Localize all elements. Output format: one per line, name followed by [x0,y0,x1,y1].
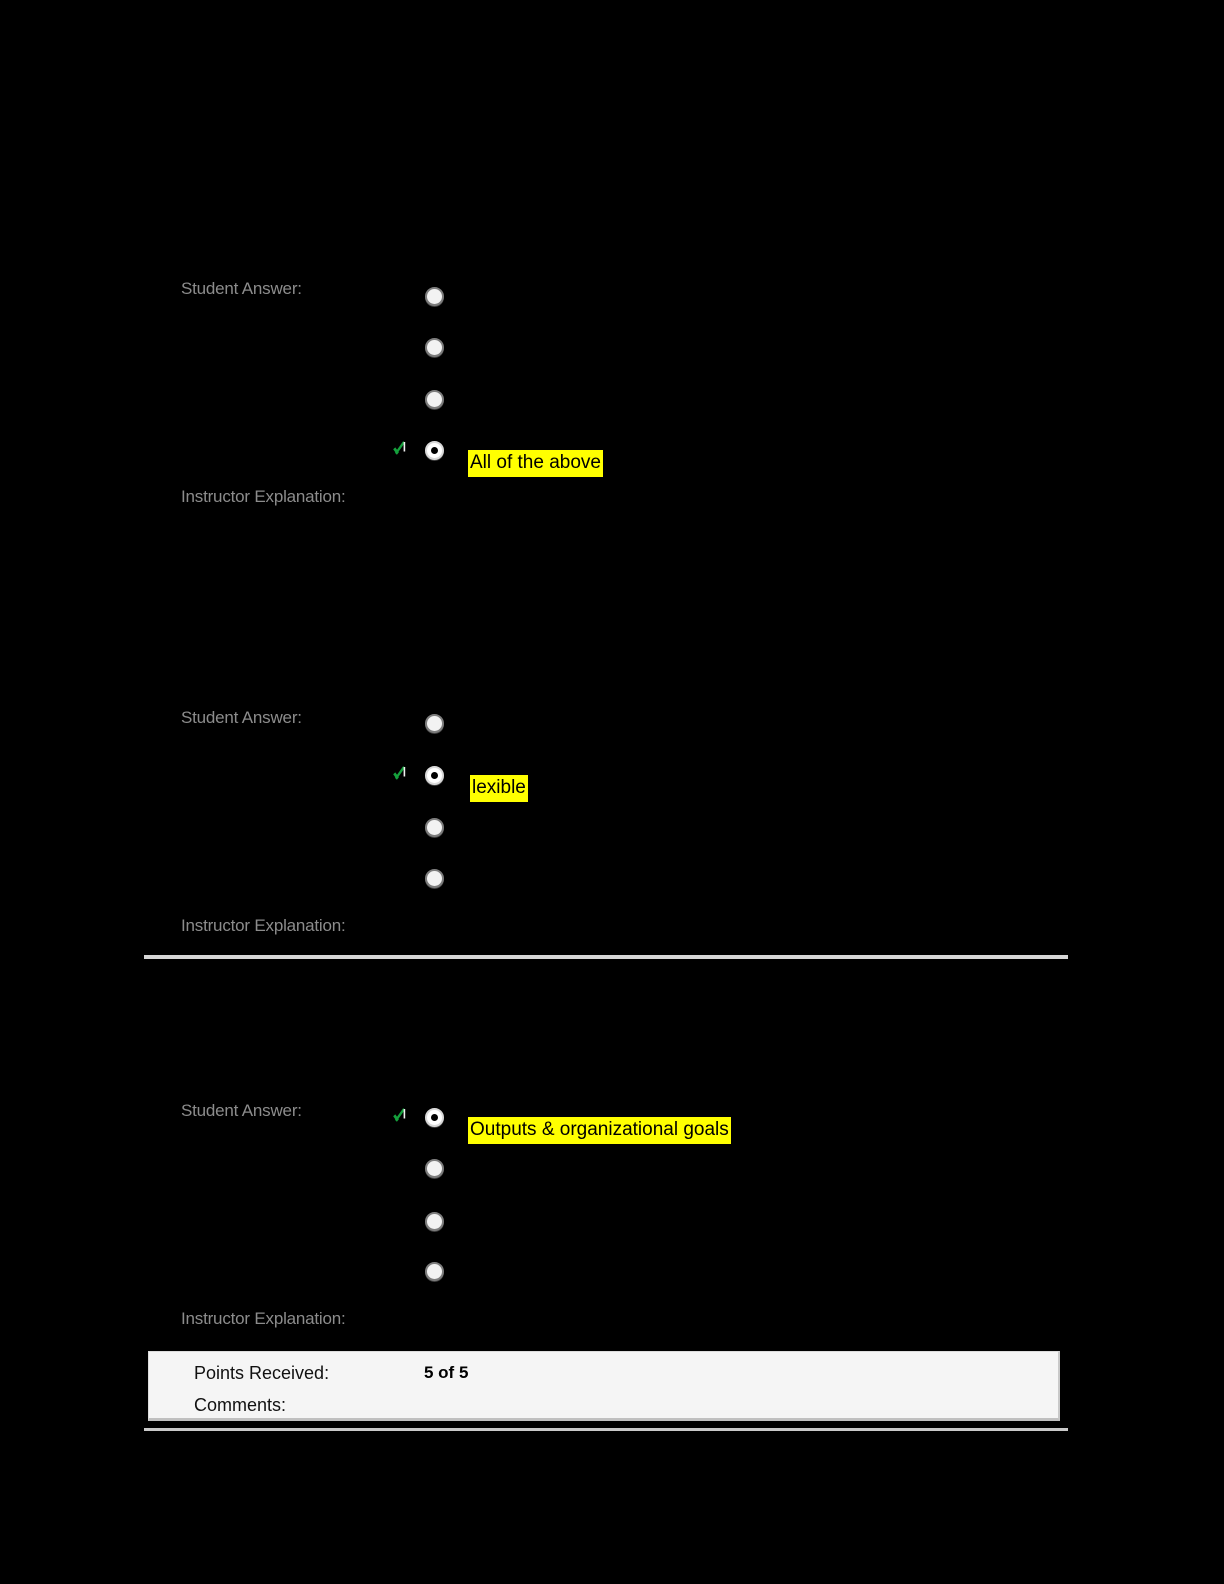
option-row-1-2[interactable] [425,338,1025,360]
option-label-2-2: lexible [470,775,528,802]
section-divider-1 [144,955,1068,959]
question-block-3: Student Answer: Outputs & organizational… [181,1101,1092,1328]
student-answer-label-3: Student Answer: [181,1101,302,1120]
points-received-value: 5 of 5 [424,1363,469,1382]
option-row-1-4[interactable]: All of the above [392,438,1092,484]
check-icon [392,440,408,458]
radio-unselected-icon[interactable] [425,1159,444,1178]
score-panel: Points Received: 5 of 5 Comments: [148,1351,1060,1421]
instructor-explanation-label-3: Instructor Explanation: [181,1309,346,1328]
section-divider-2 [144,1428,1068,1431]
points-received-label: Points Received: [194,1363,330,1383]
question-block-1: Student Answer: All o [0,0,1224,506]
radio-unselected-icon[interactable] [425,1262,444,1281]
radio-selected-icon[interactable] [425,766,444,785]
radio-selected-icon[interactable] [425,441,444,460]
radio-unselected-icon[interactable] [425,287,444,306]
question-block-2: Student Answer: lexible [181,708,1092,935]
student-answer-label-1: Student Answer: [181,279,302,298]
check-icon [392,1107,408,1125]
option-row-3-4[interactable] [425,1262,1025,1284]
option-row-2-4[interactable] [425,869,1025,891]
student-answer-label-2: Student Answer: [181,708,302,727]
option-row-2-3[interactable] [425,818,1025,840]
radio-unselected-icon[interactable] [425,338,444,357]
option-row-2-2[interactable]: lexible [392,763,1092,809]
radio-selected-icon[interactable] [425,1108,444,1127]
radio-unselected-icon[interactable] [425,1212,444,1231]
option-label-3-1: Outputs & organizational goals [468,1117,731,1144]
radio-unselected-icon[interactable] [425,818,444,837]
option-row-2-1[interactable] [425,714,1025,736]
option-row-1-3[interactable] [425,390,1025,412]
check-icon [392,765,408,783]
radio-unselected-icon[interactable] [425,869,444,888]
option-row-3-3[interactable] [425,1212,1025,1234]
radio-unselected-icon[interactable] [425,390,444,409]
instructor-explanation-label-2: Instructor Explanation: [181,916,346,935]
instructor-explanation-label-1: Instructor Explanation: [181,487,346,506]
option-row-1-1[interactable] [425,287,1025,309]
option-row-3-2[interactable] [425,1159,1025,1181]
option-label-1-4: All of the above [468,450,603,477]
option-row-3-1[interactable]: Outputs & organizational goals [392,1105,1092,1151]
radio-unselected-icon[interactable] [425,714,444,733]
comments-label: Comments: [194,1395,287,1415]
